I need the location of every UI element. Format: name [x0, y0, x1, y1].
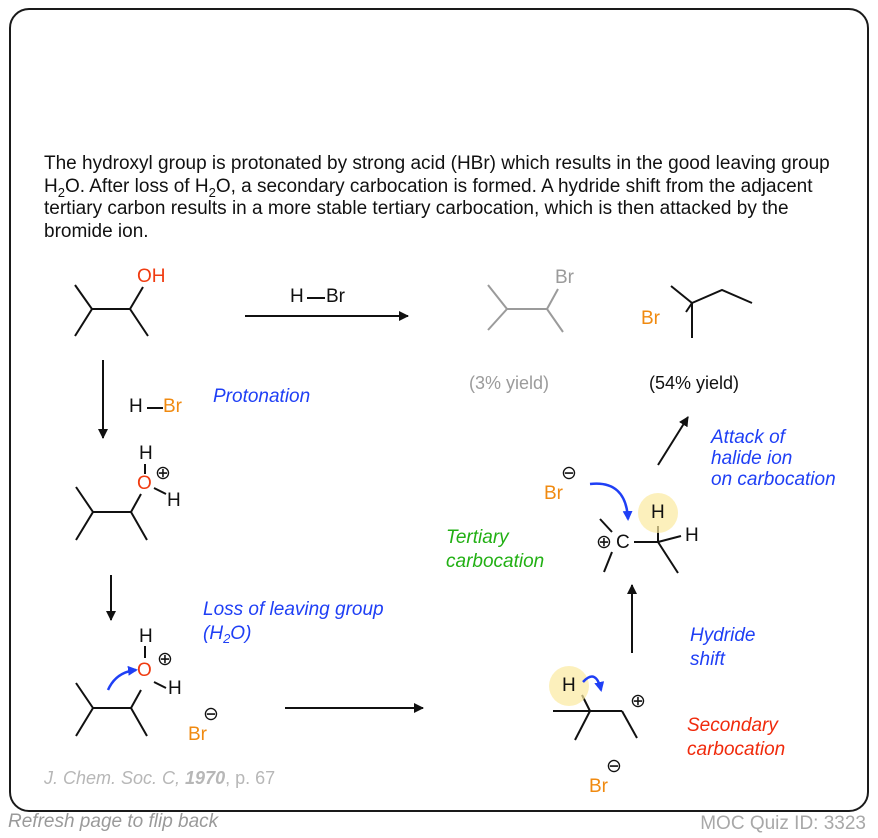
label-protonation: Protonation	[213, 386, 311, 407]
label-hydride-line1: Hydride	[690, 625, 756, 646]
explanation-text: The hydroxyl group is protonated by stro…	[44, 153, 830, 242]
bromide-ion-3: Br	[589, 776, 608, 797]
protonated-oxygen: O	[137, 473, 152, 494]
major-product	[670, 285, 753, 338]
flip-back-hint[interactable]: Refresh page to flip back	[8, 811, 219, 832]
bromide-ion-2: Br	[544, 483, 563, 504]
curved-arrow-hydride	[582, 675, 605, 692]
label-loss-line1: Loss of leaving group	[203, 599, 384, 620]
hydride-highlight-secondary	[549, 666, 589, 706]
bromide-ion-1: Br	[188, 724, 207, 745]
label-tertiary-line2: carbocation	[446, 551, 545, 572]
quiz-id: MOC Quiz ID: 3323	[700, 813, 866, 834]
oxonium-h-top: H	[139, 626, 153, 647]
bromide-minus-3: ⊖	[606, 756, 622, 777]
major-yield: (54% yield)	[649, 373, 740, 393]
label-attack-line1: Attack of	[711, 427, 785, 448]
protonated-h-right: H	[167, 490, 181, 511]
tertiary-hydride-h: H	[651, 502, 665, 523]
protonated-alcohol	[75, 464, 167, 541]
curved-arrow-attack	[589, 482, 633, 521]
minor-product	[487, 284, 564, 333]
hydride-highlight	[638, 493, 678, 533]
top-reagent-h: H	[290, 286, 304, 307]
label-secondary-line2: carbocation	[687, 739, 786, 760]
reaction-arrow-attack	[657, 416, 689, 466]
tertiary-plus: ⊕	[596, 532, 612, 553]
protonated-plus: ⊕	[155, 463, 171, 484]
oxonium-h-right: H	[168, 678, 182, 699]
tertiary-carbon: C	[616, 532, 630, 553]
quiz-card	[9, 8, 869, 812]
label-secondary-line1: Secondary	[687, 715, 778, 736]
curved-arrow-leaving	[106, 665, 138, 691]
label-tertiary-line1: Tertiary	[446, 527, 509, 548]
label-attack-line3: on carbocation	[711, 469, 836, 490]
starting-alcohol	[74, 284, 149, 337]
hydroxyl-oxygen: OH	[137, 266, 166, 287]
secondary-hydride-h: H	[562, 675, 576, 696]
minor-product-br: Br	[555, 267, 574, 288]
oxonium-oxygen: O	[137, 660, 152, 681]
label-loss-line2: (H2O)	[203, 623, 252, 646]
secondary-plus: ⊕	[630, 691, 646, 712]
major-product-br: Br	[641, 308, 660, 329]
citation: J. Chem. Soc. C, 1970, p. 67	[44, 768, 276, 788]
label-attack-line2: halide ion	[711, 448, 793, 469]
minor-yield: (3% yield)	[469, 373, 550, 393]
oxonium-leaving	[75, 646, 167, 737]
bromide-minus-1: ⊖	[203, 704, 219, 725]
reagent-h: H	[129, 396, 143, 417]
top-reagent-br: Br	[326, 286, 345, 307]
protonated-h-top: H	[139, 443, 153, 464]
tertiary-h-right: H	[685, 525, 699, 546]
label-hydride-line2: shift	[690, 649, 725, 670]
oxonium-plus: ⊕	[157, 649, 173, 670]
top-reagent-bond	[307, 297, 325, 299]
bromide-minus-2: ⊖	[561, 463, 577, 484]
reagent-bond	[147, 407, 163, 409]
reagent-br: Br	[163, 396, 182, 417]
